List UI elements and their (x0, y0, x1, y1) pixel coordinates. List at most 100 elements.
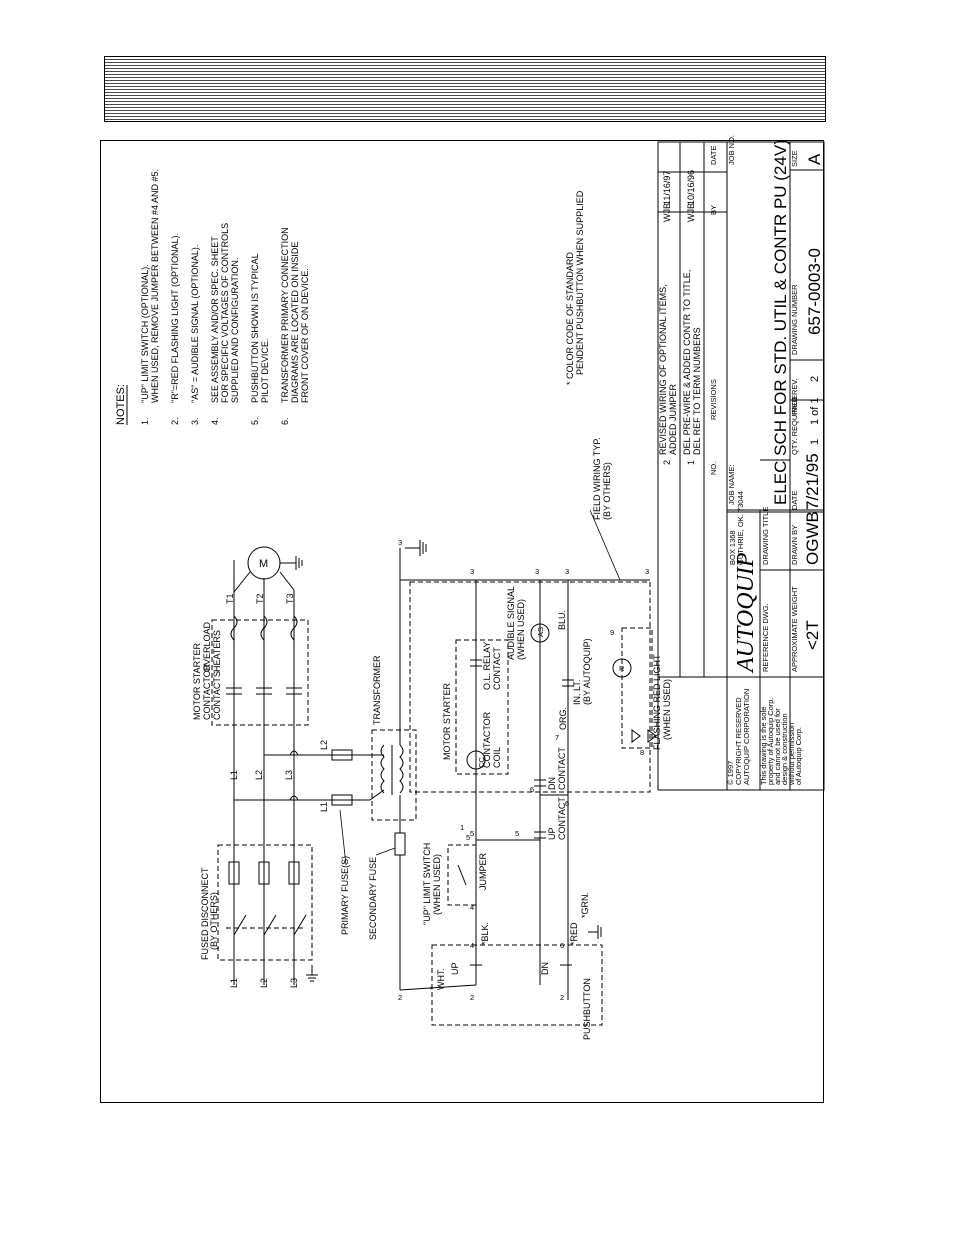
flashing-light-label-2: (WHEN USED) (662, 679, 672, 740)
dn-contact-label-2: CONTACT (557, 747, 567, 790)
property-5: without permission (787, 723, 796, 786)
wire-6-label-b: 6 (565, 799, 569, 808)
pushbutton-label: PUSHBUTTON (582, 978, 592, 1040)
drawing-title-label: DRAWING TITLE (761, 507, 770, 565)
approx-weight-label: APPROXIMATE WEIGHT (790, 586, 799, 672)
contactor-coil-symbol (466, 750, 486, 770)
contactor-coil-label-1: CONTACTOR (482, 711, 492, 768)
fused-disconnect-label-2: (BY OTHERS) (209, 892, 219, 950)
wire-1-label: 1 (460, 823, 464, 832)
page-value: 1 of 1 (809, 397, 821, 425)
rev-header-revisions: REVISIONS (709, 379, 718, 420)
audible-signal-as: AS (536, 627, 545, 637)
supply-label-l2: L2 (259, 978, 269, 988)
ol-relay-label-2: CONTACT (492, 647, 502, 690)
address-2: GUTHRIE, OK. 73044 (736, 491, 745, 565)
jumper-label: JUMPER (478, 852, 488, 890)
rev-header-no: NO. (709, 462, 718, 475)
wire-3-label-top: 3 (398, 538, 402, 547)
line-label-l3: L3 (284, 770, 294, 780)
property-2: property of Autoquip Corp. (766, 697, 775, 785)
fused-disconnect-box (217, 844, 313, 961)
qty-value: 1 (809, 439, 821, 445)
in-lt-label-1: IN. LT. (572, 680, 582, 705)
job-no-label: JOB NO. (727, 135, 736, 165)
flashing-light-symbol (612, 658, 632, 678)
note-3-num: 3. (190, 417, 200, 425)
audible-signal-label-2: (WHEN USED) (516, 599, 526, 660)
contactor-coil-label-2: COIL (492, 747, 502, 768)
supply-label-l1: L1 (229, 978, 239, 988)
up-contact-label-1: UP (547, 827, 557, 840)
header-band (104, 56, 826, 122)
motor-starter-box-mid (455, 639, 509, 775)
wire-5-label-a: 5 (515, 829, 519, 838)
motor-starter-box-top (211, 619, 309, 726)
drawing-number-label: DRAWING NUMBER (790, 284, 799, 355)
color-note-line-2: PENDENT PUSHBUTTON WHEN SUPPLIED (575, 190, 585, 375)
color-note-line-1: * COLOR CODE OF STANDARD (565, 252, 575, 385)
note-2-num: 2. (170, 417, 180, 425)
rev-1-date: 10/16/96 (686, 170, 696, 205)
overload-heaters-label-1: OVERLOAD (202, 621, 212, 672)
transformer-box (371, 729, 417, 821)
wire-9-label: 9 (610, 628, 614, 637)
qty-label: QTY. REQUIRED (790, 396, 799, 455)
rev-2-text-1: REVISED WIRING OF OPTIONAL ITEMS, (658, 284, 668, 455)
rev-2-no: 2 (662, 460, 672, 465)
primary-fuses-label: PRIMARY FUSE(S) (340, 856, 350, 935)
line-label-l2: L2 (254, 770, 264, 780)
company-logo: AUTOQUIP (733, 552, 759, 674)
dn-contact-label-1: DN (547, 777, 557, 790)
org-label: ORG. (558, 707, 568, 730)
transformer-line-l1: L1 (319, 802, 329, 812)
supply-label-l3: L3 (289, 978, 299, 988)
note-4-line-3: SUPPLIED AND CONFIGURATION. (230, 258, 240, 403)
up-contact-label-2: CONTACT (557, 797, 567, 840)
rev-2-by: WJB (662, 203, 672, 222)
notes-heading: NOTES: (115, 384, 127, 425)
motor-terminal-t1: T1 (225, 593, 235, 604)
contactor-contacts-label-1: CONTACTOR (202, 663, 212, 720)
motor-starter-label-top: MOTOR STARTER (192, 642, 202, 720)
note-2-line-1: "R"=RED FLASHING LIGHT (OPTIONAL). (170, 233, 180, 403)
flashing-light-box (621, 627, 653, 749)
note-4-line-2: FOR SPECIFIC VOLTAGES OF CONTROLS (220, 223, 230, 403)
red-label: *RED (569, 922, 579, 945)
wire-3-label-b: 3 (535, 567, 539, 576)
audible-signal-symbol (530, 623, 550, 643)
drawn-by-label: DRAWN BY (790, 525, 799, 565)
reference-label: REFERENCE DWG. (761, 603, 770, 672)
approx-weight: <2T (803, 620, 822, 650)
secondary-fuse-label: SECONDARY FUSE (368, 857, 378, 940)
wire-2-label-a: 2 (470, 993, 474, 1002)
wire-2-label-b: 2 (560, 993, 564, 1002)
notes-block: NOTES: 1. "UP" LIMIT SWITCH (OPTIONAL). … (115, 169, 310, 425)
note-1-line-2: WHEN USED, REMOVE JUMPER BETWEEN #4 AND … (150, 169, 160, 403)
wire-2-label-c: 2 (398, 993, 402, 1002)
wire-3-label-a: 3 (470, 567, 474, 576)
property-6: of Autoquip Corp. (794, 727, 803, 785)
color-code-note: * COLOR CODE OF STANDARD PENDENT PUSHBUT… (565, 190, 585, 385)
note-1-line-1: "UP" LIMIT SWITCH (OPTIONAL). (140, 264, 150, 403)
blu-label: BLU. (557, 610, 567, 630)
contactor-contacts-label-2: CONTACTS (212, 671, 222, 720)
job-name-label: JOB NAME: (727, 465, 736, 505)
rev-1-text-1: DEL PRE-WIRE & ADDED CONTR TO TITLE, (682, 270, 692, 455)
line-label-l1: L1 (229, 770, 239, 780)
field-wiring-box (409, 581, 651, 793)
property-4: design & construction (780, 713, 789, 785)
note-5-line-2: PILOT DEVICE. (260, 339, 270, 403)
overload-heaters-label-2: HEATERS (212, 630, 222, 672)
note-6-num: 6. (280, 417, 290, 425)
field-wiring-label-2: (BY OTHERS) (602, 462, 612, 520)
motor-terminal-t2: T2 (255, 593, 265, 604)
rev-label: REV. (790, 378, 799, 395)
motor-label: M (259, 558, 268, 570)
date-label: DATE (790, 491, 799, 510)
page-label: PAGE (790, 395, 799, 415)
drawing-title: ELEC SCH FOR STD. UTIL & CONTR PU (24V) (771, 139, 790, 505)
wire-5-label-b: 5 (470, 829, 474, 838)
grn-label: *GRN. (580, 892, 590, 918)
note-6-line-3: FRONT COVER OF ON DEVICE. (300, 268, 310, 403)
